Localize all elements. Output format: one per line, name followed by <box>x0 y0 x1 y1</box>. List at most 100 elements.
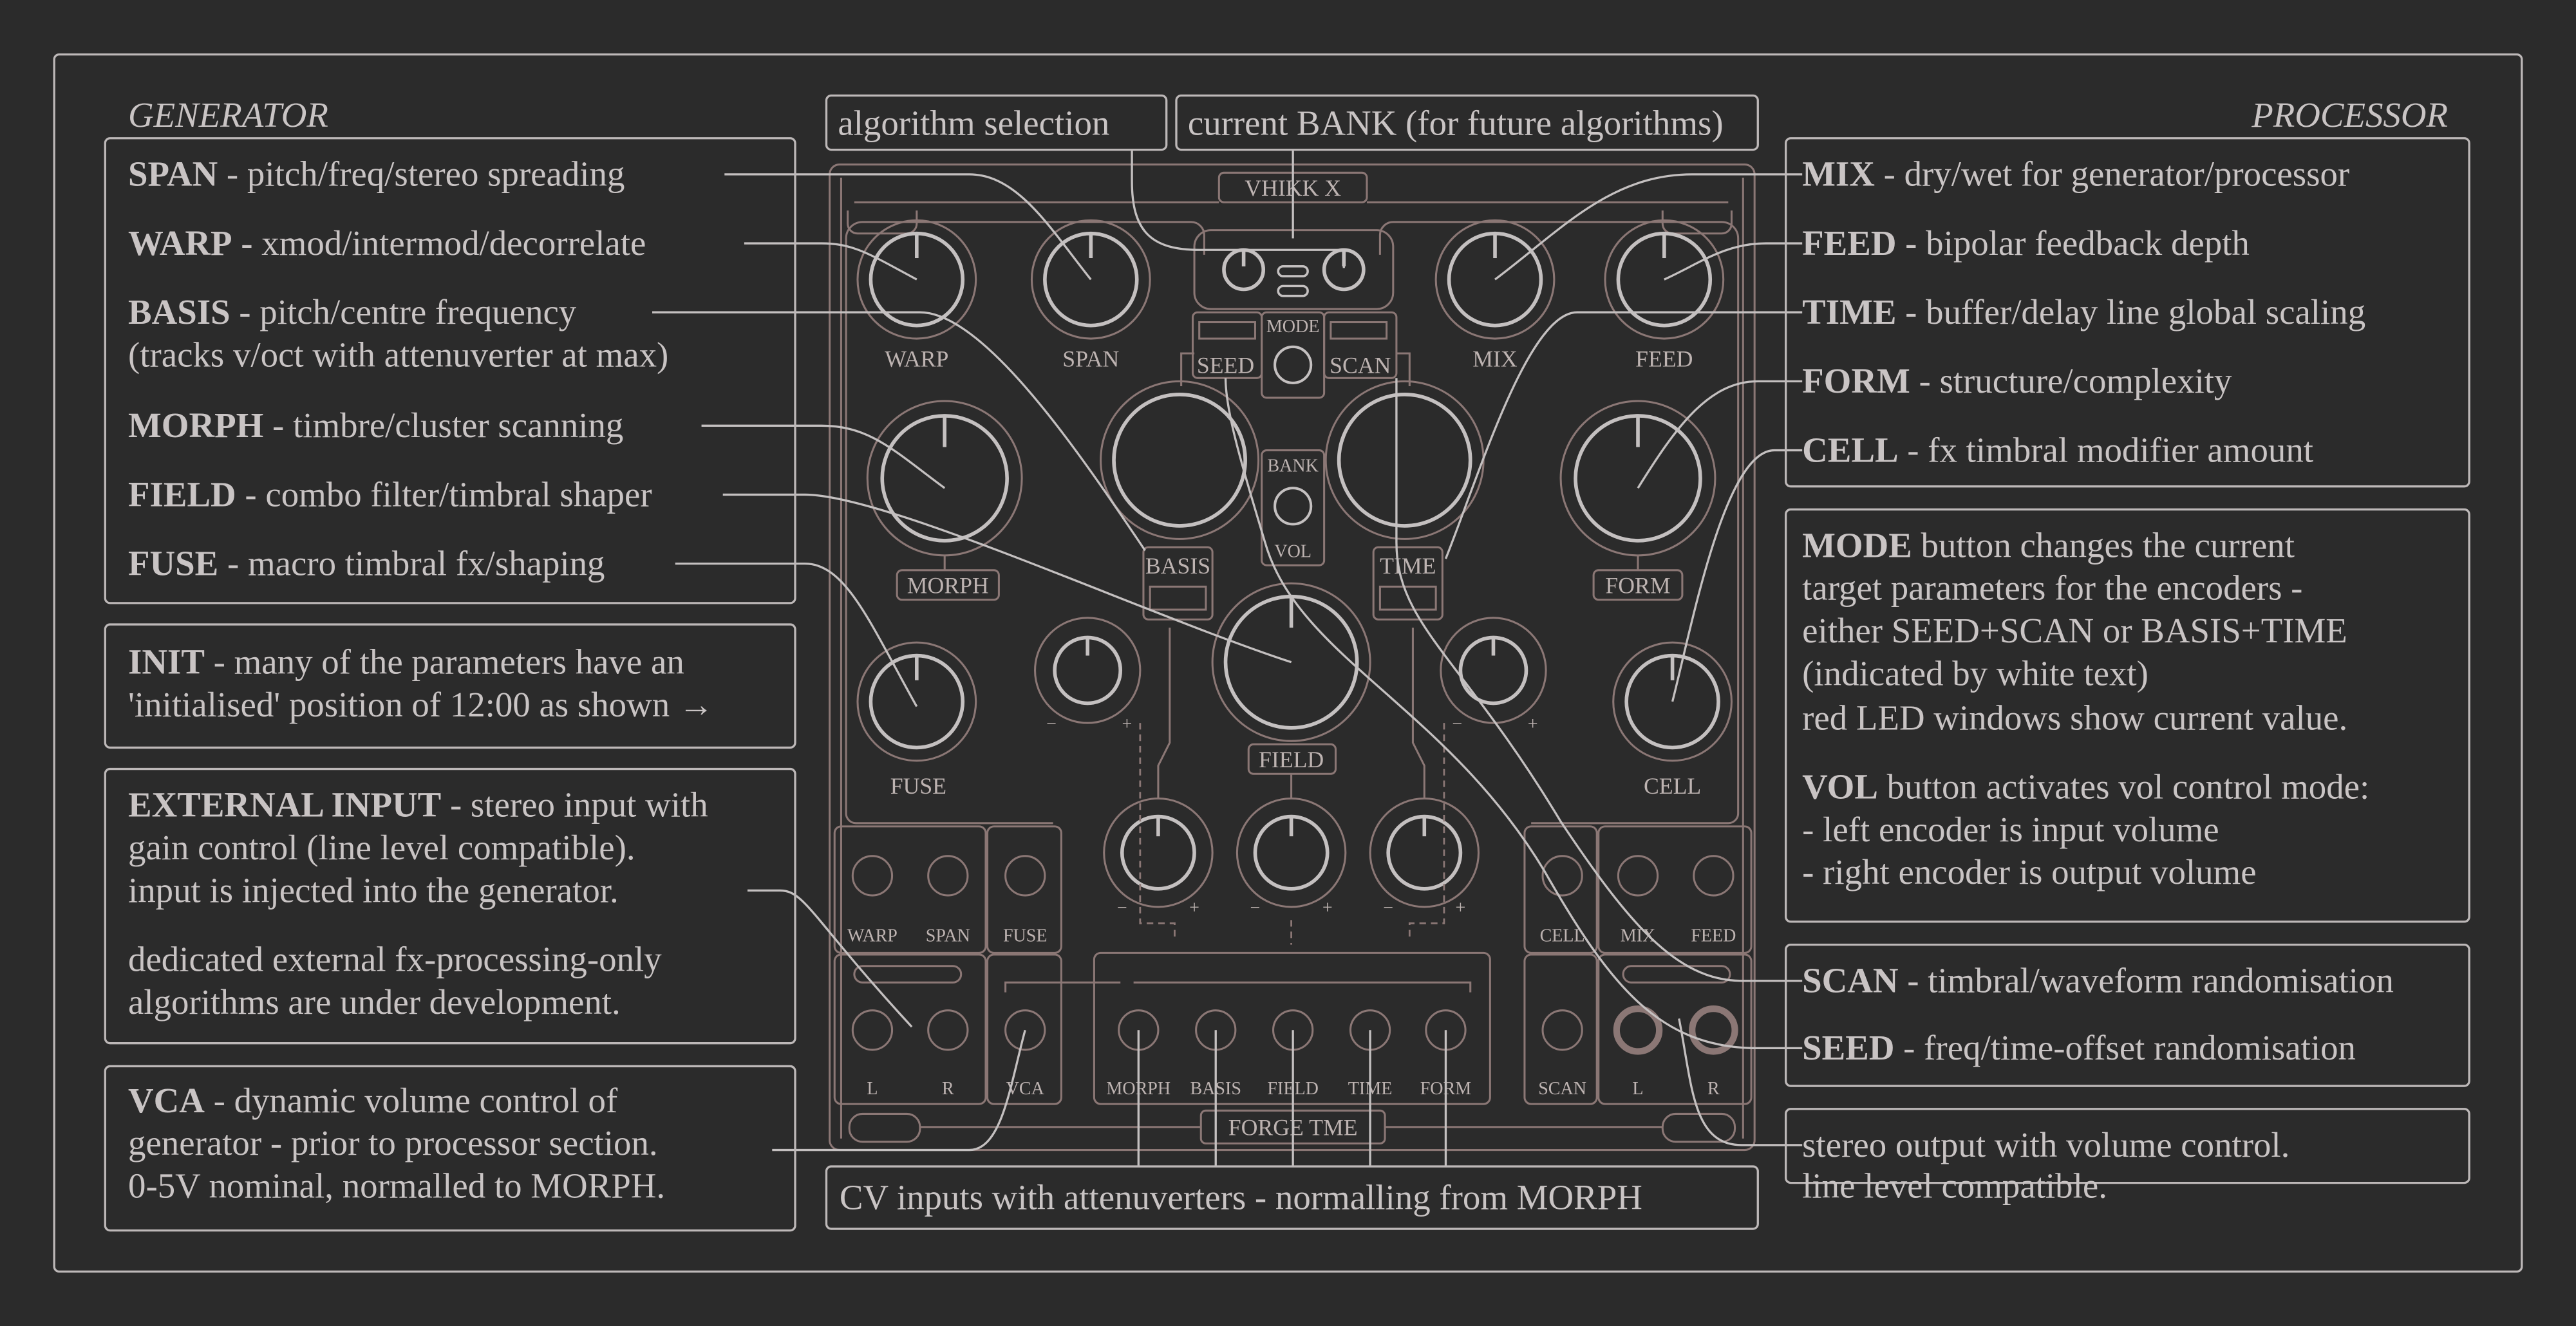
svg-text:CV inputs with attenuverters -: CV inputs with attenuverters - normallin… <box>840 1177 1642 1217</box>
svg-text:SCAN - timbral/waveform random: SCAN - timbral/waveform randomisation <box>1802 961 2394 1000</box>
knob-feed[interactable]: FEED <box>1604 219 1725 371</box>
svg-text:stereo output with volume cont: stereo output with volume control. <box>1802 1125 2289 1164</box>
leader-lines <box>652 149 1803 1167</box>
svg-text:(tracks v/oct with attenuverte: (tracks v/oct with attenuverter at max) <box>128 335 668 374</box>
jack-feed[interactable]: FEED <box>1691 855 1736 946</box>
knob-cell[interactable]: CELL <box>1612 641 1733 799</box>
knob-fuse[interactable]: FUSE <box>856 641 977 799</box>
time-label: TIME <box>1372 546 1443 621</box>
init-box: INIT - many of the parameters have an 'i… <box>104 623 796 749</box>
svg-text:BANK: BANK <box>1267 456 1318 476</box>
svg-text:target parameters for the enco: target parameters for the encoders - <box>1802 568 2302 608</box>
output-box: stereo output with volume control. line … <box>1784 1108 2470 1206</box>
svg-text:MORPH: MORPH <box>907 573 989 599</box>
attenuverter-small-left[interactable]: −+ <box>1034 617 1142 734</box>
svg-text:0-5V nominal, normalled to MOR: 0-5V nominal, normalled to MORPH. <box>128 1166 665 1206</box>
svg-text:R: R <box>942 1079 954 1099</box>
svg-text:FORM: FORM <box>1605 573 1670 599</box>
svg-text:'initialised' position of 12:0: 'initialised' position of 12:00 as shown… <box>128 685 714 724</box>
svg-text:SEED - freq/time-offset random: SEED - freq/time-offset randomisation <box>1802 1028 2356 1067</box>
attenuverter-small-right[interactable]: −+ <box>1440 617 1547 734</box>
jack-scan[interactable]: SCAN <box>1538 1009 1586 1099</box>
encoder-left[interactable] <box>1100 380 1260 540</box>
generator-params-box: SPAN - pitch/freq/stereo spreading WARP … <box>104 137 796 604</box>
attenuverter-3[interactable]: −+ <box>1369 797 1480 919</box>
jack-output-l[interactable]: L <box>1613 1005 1663 1099</box>
callout-current-bank: current BANK (for future algorithms) <box>1175 94 1759 151</box>
svg-text:TIME: TIME <box>1380 553 1436 579</box>
jack-span[interactable]: SPAN <box>926 855 970 946</box>
svg-text:CELL: CELL <box>1540 926 1585 946</box>
bank-vol-button[interactable]: BANK VOL <box>1261 449 1326 566</box>
external-input-box: EXTERNAL INPUT - stereo input with gain … <box>104 767 796 1045</box>
svg-text:−: − <box>1250 898 1261 918</box>
svg-text:BASIS: BASIS <box>1145 553 1210 579</box>
svg-text:−: − <box>1452 714 1462 734</box>
jack-cell[interactable]: CELL <box>1540 855 1585 946</box>
svg-text:R: R <box>1707 1079 1720 1099</box>
svg-text:+: + <box>1322 898 1333 918</box>
knob-morph[interactable]: MORPH <box>866 400 1023 601</box>
mode-vol-box: MODE button changes the current target p… <box>1784 508 2470 923</box>
svg-text:SPAN - pitch/freq/stereo sprea: SPAN - pitch/freq/stereo spreading <box>128 154 625 194</box>
svg-text:MIX: MIX <box>1472 346 1518 371</box>
jack-fuse[interactable]: FUSE <box>1003 855 1048 946</box>
svg-text:current BANK (for future algor: current BANK (for future algorithms) <box>1188 104 1724 143</box>
svg-text:VOL: VOL <box>1274 541 1312 561</box>
knob-field[interactable]: FIELD <box>1211 582 1371 775</box>
jack-warp[interactable]: WARP <box>847 855 898 946</box>
svg-text:VOL button activates vol contr: VOL button activates vol control mode: <box>1802 767 2369 807</box>
svg-text:SCAN: SCAN <box>1538 1079 1586 1099</box>
svg-text:FUSE: FUSE <box>890 773 946 799</box>
svg-text:FIELD - combo filter/timbral s: FIELD - combo filter/timbral shaper <box>128 474 652 514</box>
attenuverter-2[interactable]: −+ <box>1236 797 1347 919</box>
mode-button[interactable]: MODE <box>1261 311 1326 399</box>
svg-text:FUSE - macro timbral fx/shapin: FUSE - macro timbral fx/shaping <box>128 543 605 583</box>
svg-text:FEED - bipolar feedback depth: FEED - bipolar feedback depth <box>1802 223 2250 263</box>
seed-section: SEED <box>1191 311 1263 379</box>
svg-text:input is injected into the gen: input is injected into the generator. <box>128 870 619 910</box>
svg-text:+: + <box>1528 714 1538 734</box>
svg-text:SEED: SEED <box>1197 353 1254 378</box>
svg-text:algorithm selection: algorithm selection <box>838 104 1109 143</box>
jack-output-r[interactable]: R <box>1689 1005 1738 1099</box>
scan-seed-box: SCAN - timbral/waveform randomisation SE… <box>1784 943 2470 1087</box>
jack-vca[interactable]: VCA <box>1004 1009 1046 1099</box>
svg-text:- right encoder is output volu: - right encoder is output volume <box>1802 852 2256 892</box>
svg-text:MIX - dry/wet for generator/pr: MIX - dry/wet for generator/processor <box>1802 154 2349 194</box>
attenuverter-1[interactable]: −+ <box>1103 797 1214 919</box>
svg-text:+: + <box>1456 898 1466 918</box>
scan-section: SCAN <box>1323 311 1398 379</box>
svg-text:FUSE: FUSE <box>1003 926 1048 946</box>
svg-text:−: − <box>1383 898 1393 918</box>
svg-text:gain control (line level compa: gain control (line level compatible). <box>128 828 635 867</box>
svg-text:L: L <box>1632 1079 1643 1099</box>
encoder-right[interactable] <box>1324 380 1485 540</box>
svg-text:L: L <box>867 1079 878 1099</box>
knob-warp[interactable]: WARP <box>856 219 977 371</box>
knob-form[interactable]: FORM <box>1559 400 1716 601</box>
processor-params-box: MIX - dry/wet for generator/processor FE… <box>1784 137 2470 488</box>
svg-text:MODE: MODE <box>1266 317 1320 337</box>
svg-text:SPAN: SPAN <box>1062 346 1119 371</box>
bank-led-pill <box>1277 265 1309 277</box>
jack-input-r[interactable]: R <box>927 1009 969 1099</box>
svg-text:−: − <box>1046 714 1057 734</box>
svg-text:+: + <box>1189 898 1199 918</box>
jack-input-l[interactable]: L <box>851 1009 894 1099</box>
svg-text:MORPH - timbre/cluster scannin: MORPH - timbre/cluster scanning <box>128 406 623 445</box>
knob-span[interactable]: SPAN <box>1030 219 1151 371</box>
knob-mix[interactable]: MIX <box>1434 219 1556 371</box>
svg-text:−: − <box>1117 898 1127 918</box>
svg-text:dedicated external fx-processi: dedicated external fx-processing-only <box>128 939 662 978</box>
svg-text:SPAN: SPAN <box>926 926 970 946</box>
svg-text:TIME - buffer/delay line globa: TIME - buffer/delay line global scaling <box>1802 292 2365 332</box>
svg-text:MODE button changes the curren: MODE button changes the current <box>1802 525 2295 565</box>
svg-text:line level compatible.: line level compatible. <box>1802 1166 2107 1206</box>
svg-text:VCA - dynamic volume control o: VCA - dynamic volume control of <box>128 1081 618 1120</box>
algorithm-encoder-left[interactable] <box>1222 248 1266 292</box>
outer-frame <box>53 53 2523 1273</box>
svg-text:SCAN: SCAN <box>1330 353 1391 378</box>
svg-text:generator - prior to processor: generator - prior to processor section. <box>128 1123 658 1163</box>
jack-mix[interactable]: MIX <box>1617 855 1659 946</box>
